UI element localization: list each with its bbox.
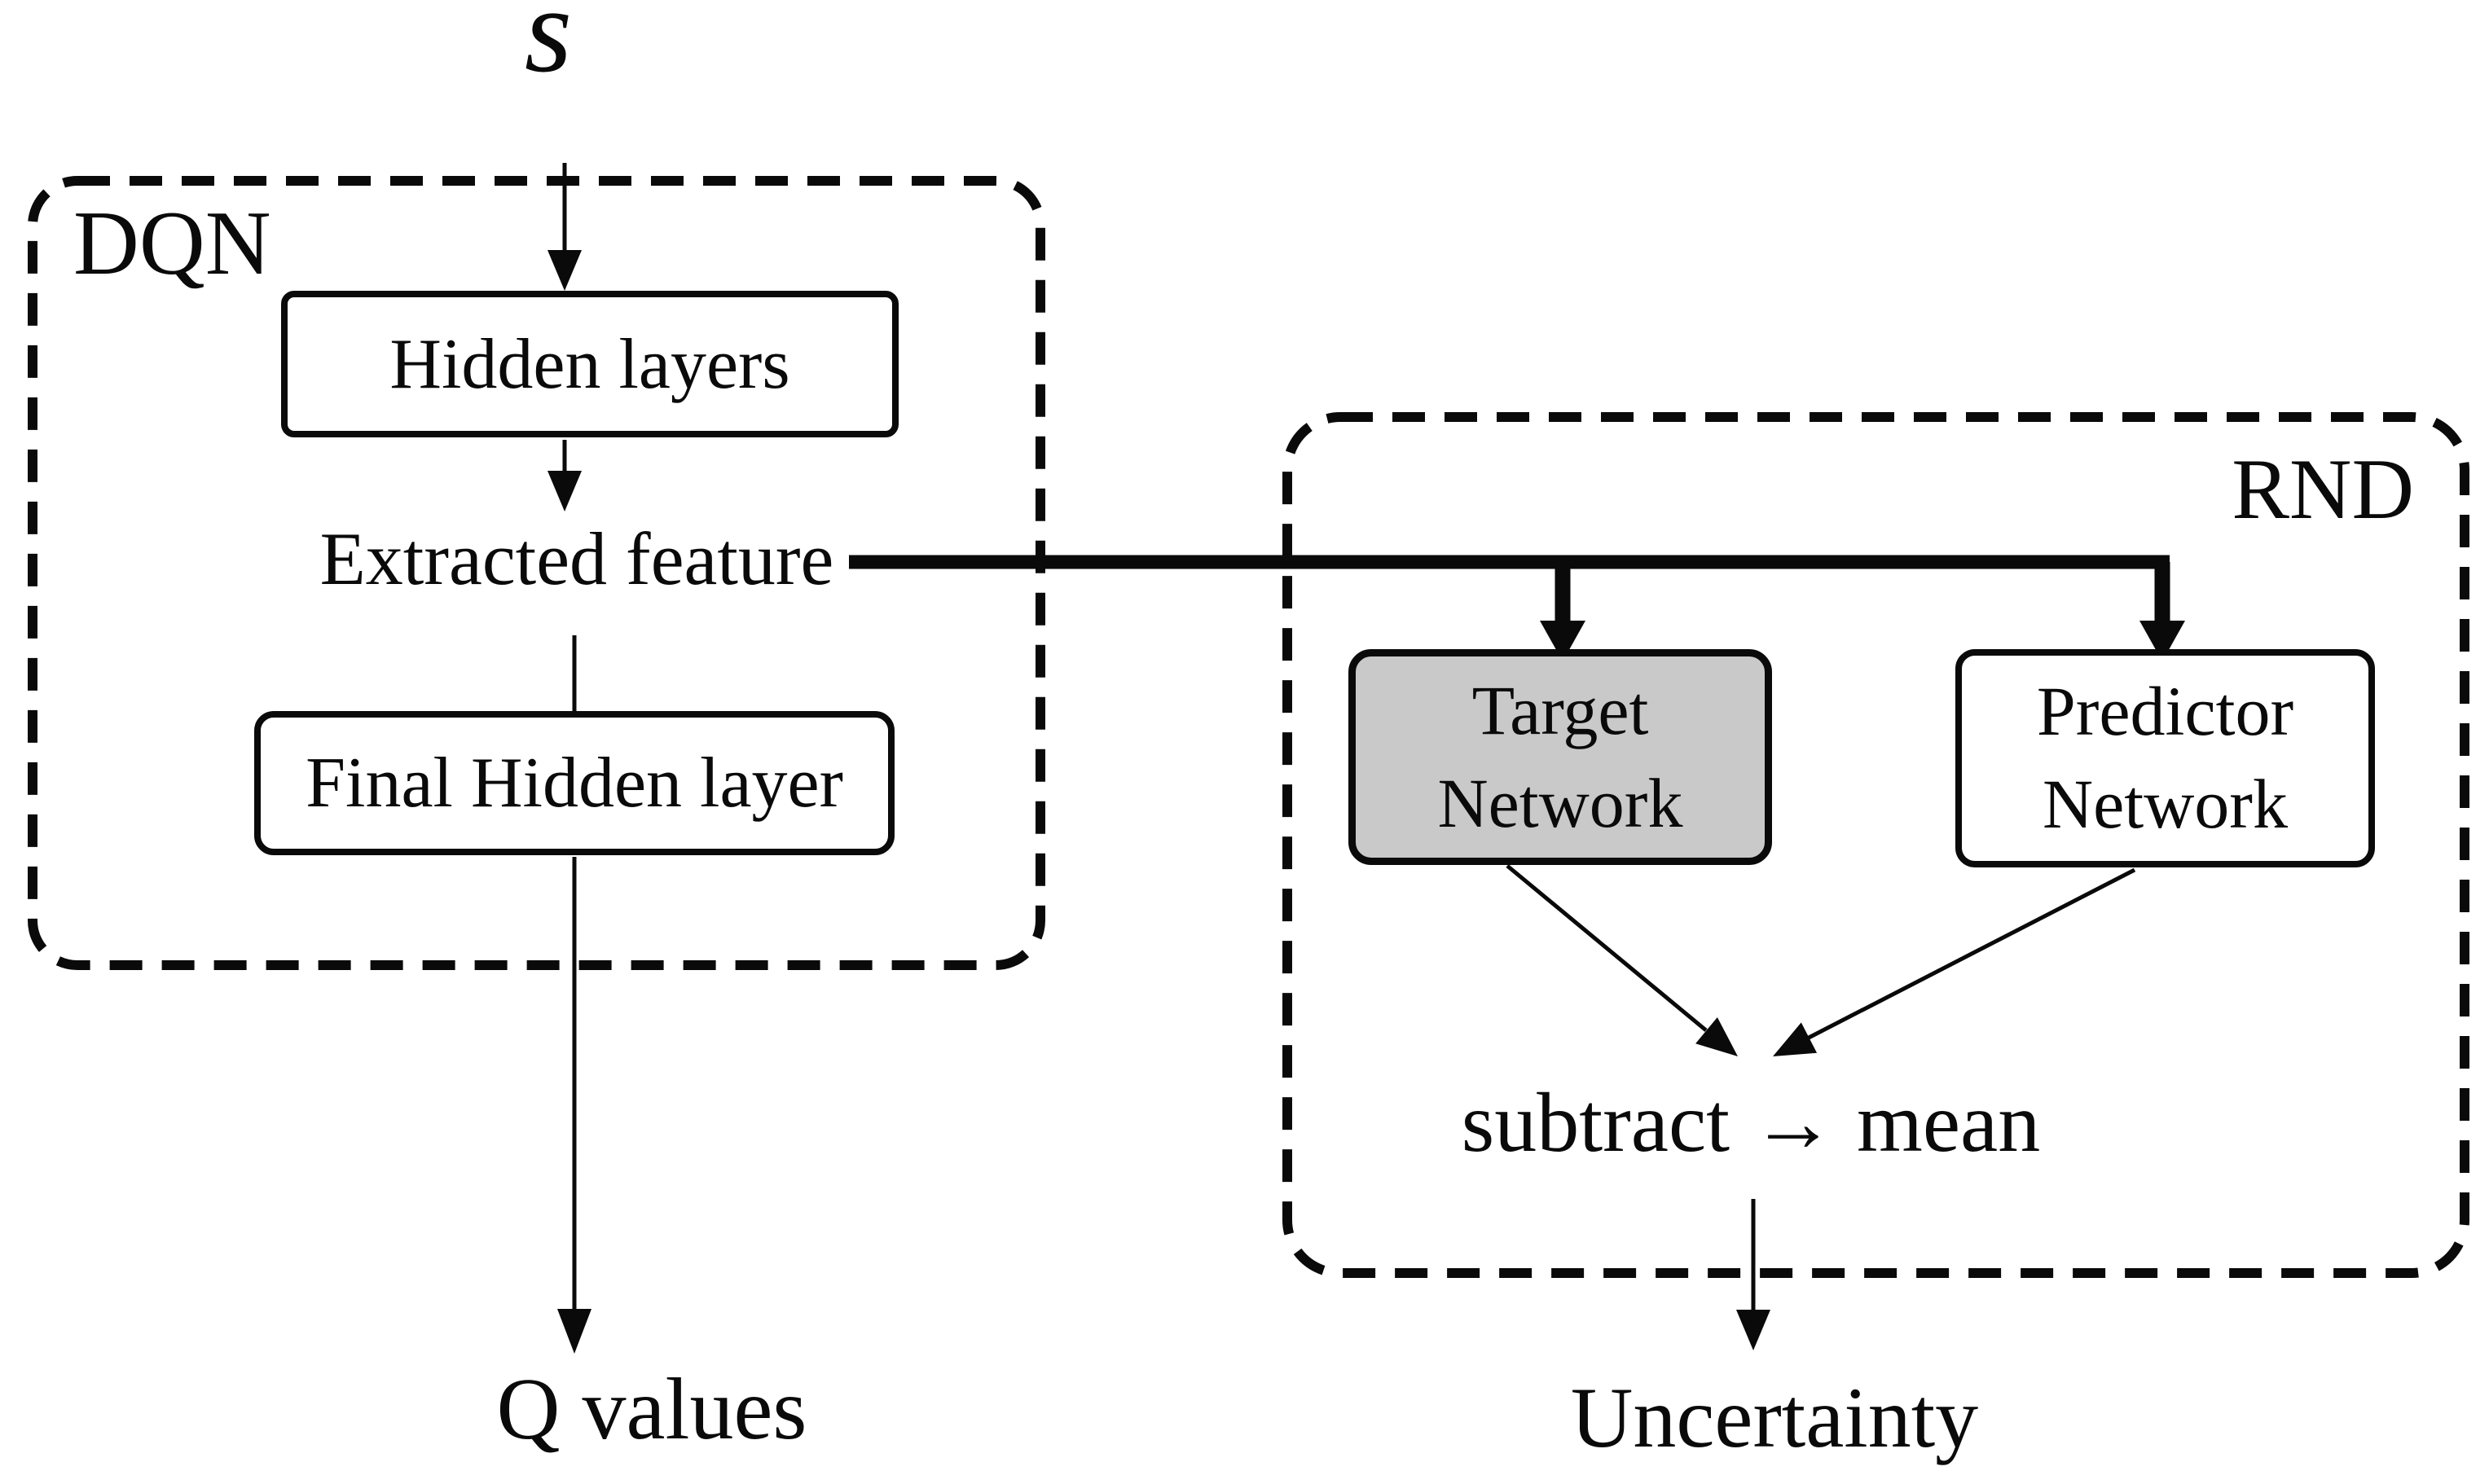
target-network-label-line1: Target [1471,670,1649,749]
final-hidden-layer-node: Final Hidden layer [254,711,895,855]
arrow-s-to-hidden-layers [547,163,582,291]
uncertainty-output-label: Uncertainty [1570,1370,1979,1465]
state-input-label: s [524,0,573,98]
extracted-feature-label: Extracted feature [319,517,834,600]
target-network-node: Target Network [1348,649,1772,865]
arrow-predictor-network-to-subtract [1773,867,2136,1056]
predictor-network-label-line1: Predictor [2036,672,2294,751]
arrow-target-network-to-subtract [1506,864,1738,1056]
subtract-mean-label: subtract → mean [1461,1076,2041,1170]
predictor-network-node: Predictor Network [1955,649,2375,867]
q-values-output-label: Q values [496,1361,807,1458]
arrow-subtract-to-uncertainty [1736,1199,1770,1350]
arrow-final-hidden-layer-to-q-values [557,857,591,1354]
hidden-layers-node: Hidden layers [281,291,899,437]
thick-arrow-to-predictor-network [2139,562,2185,661]
dqn-group-label: DQN [73,193,271,294]
target-network-label-line2: Network [1437,763,1683,842]
rnd-group-border [1282,412,2469,1278]
final-hidden-layer-label: Final Hidden layer [306,744,843,823]
predictor-network-label-line2: Network [2043,765,2288,843]
rnd-group-label: RND [2232,441,2414,537]
dqn-group-border [28,176,1045,970]
hidden-layers-label: Hidden layers [389,324,790,404]
arrow-hidden-layers-to-extracted-feature [547,440,582,511]
thick-arrow-to-target-network [1540,562,1585,661]
